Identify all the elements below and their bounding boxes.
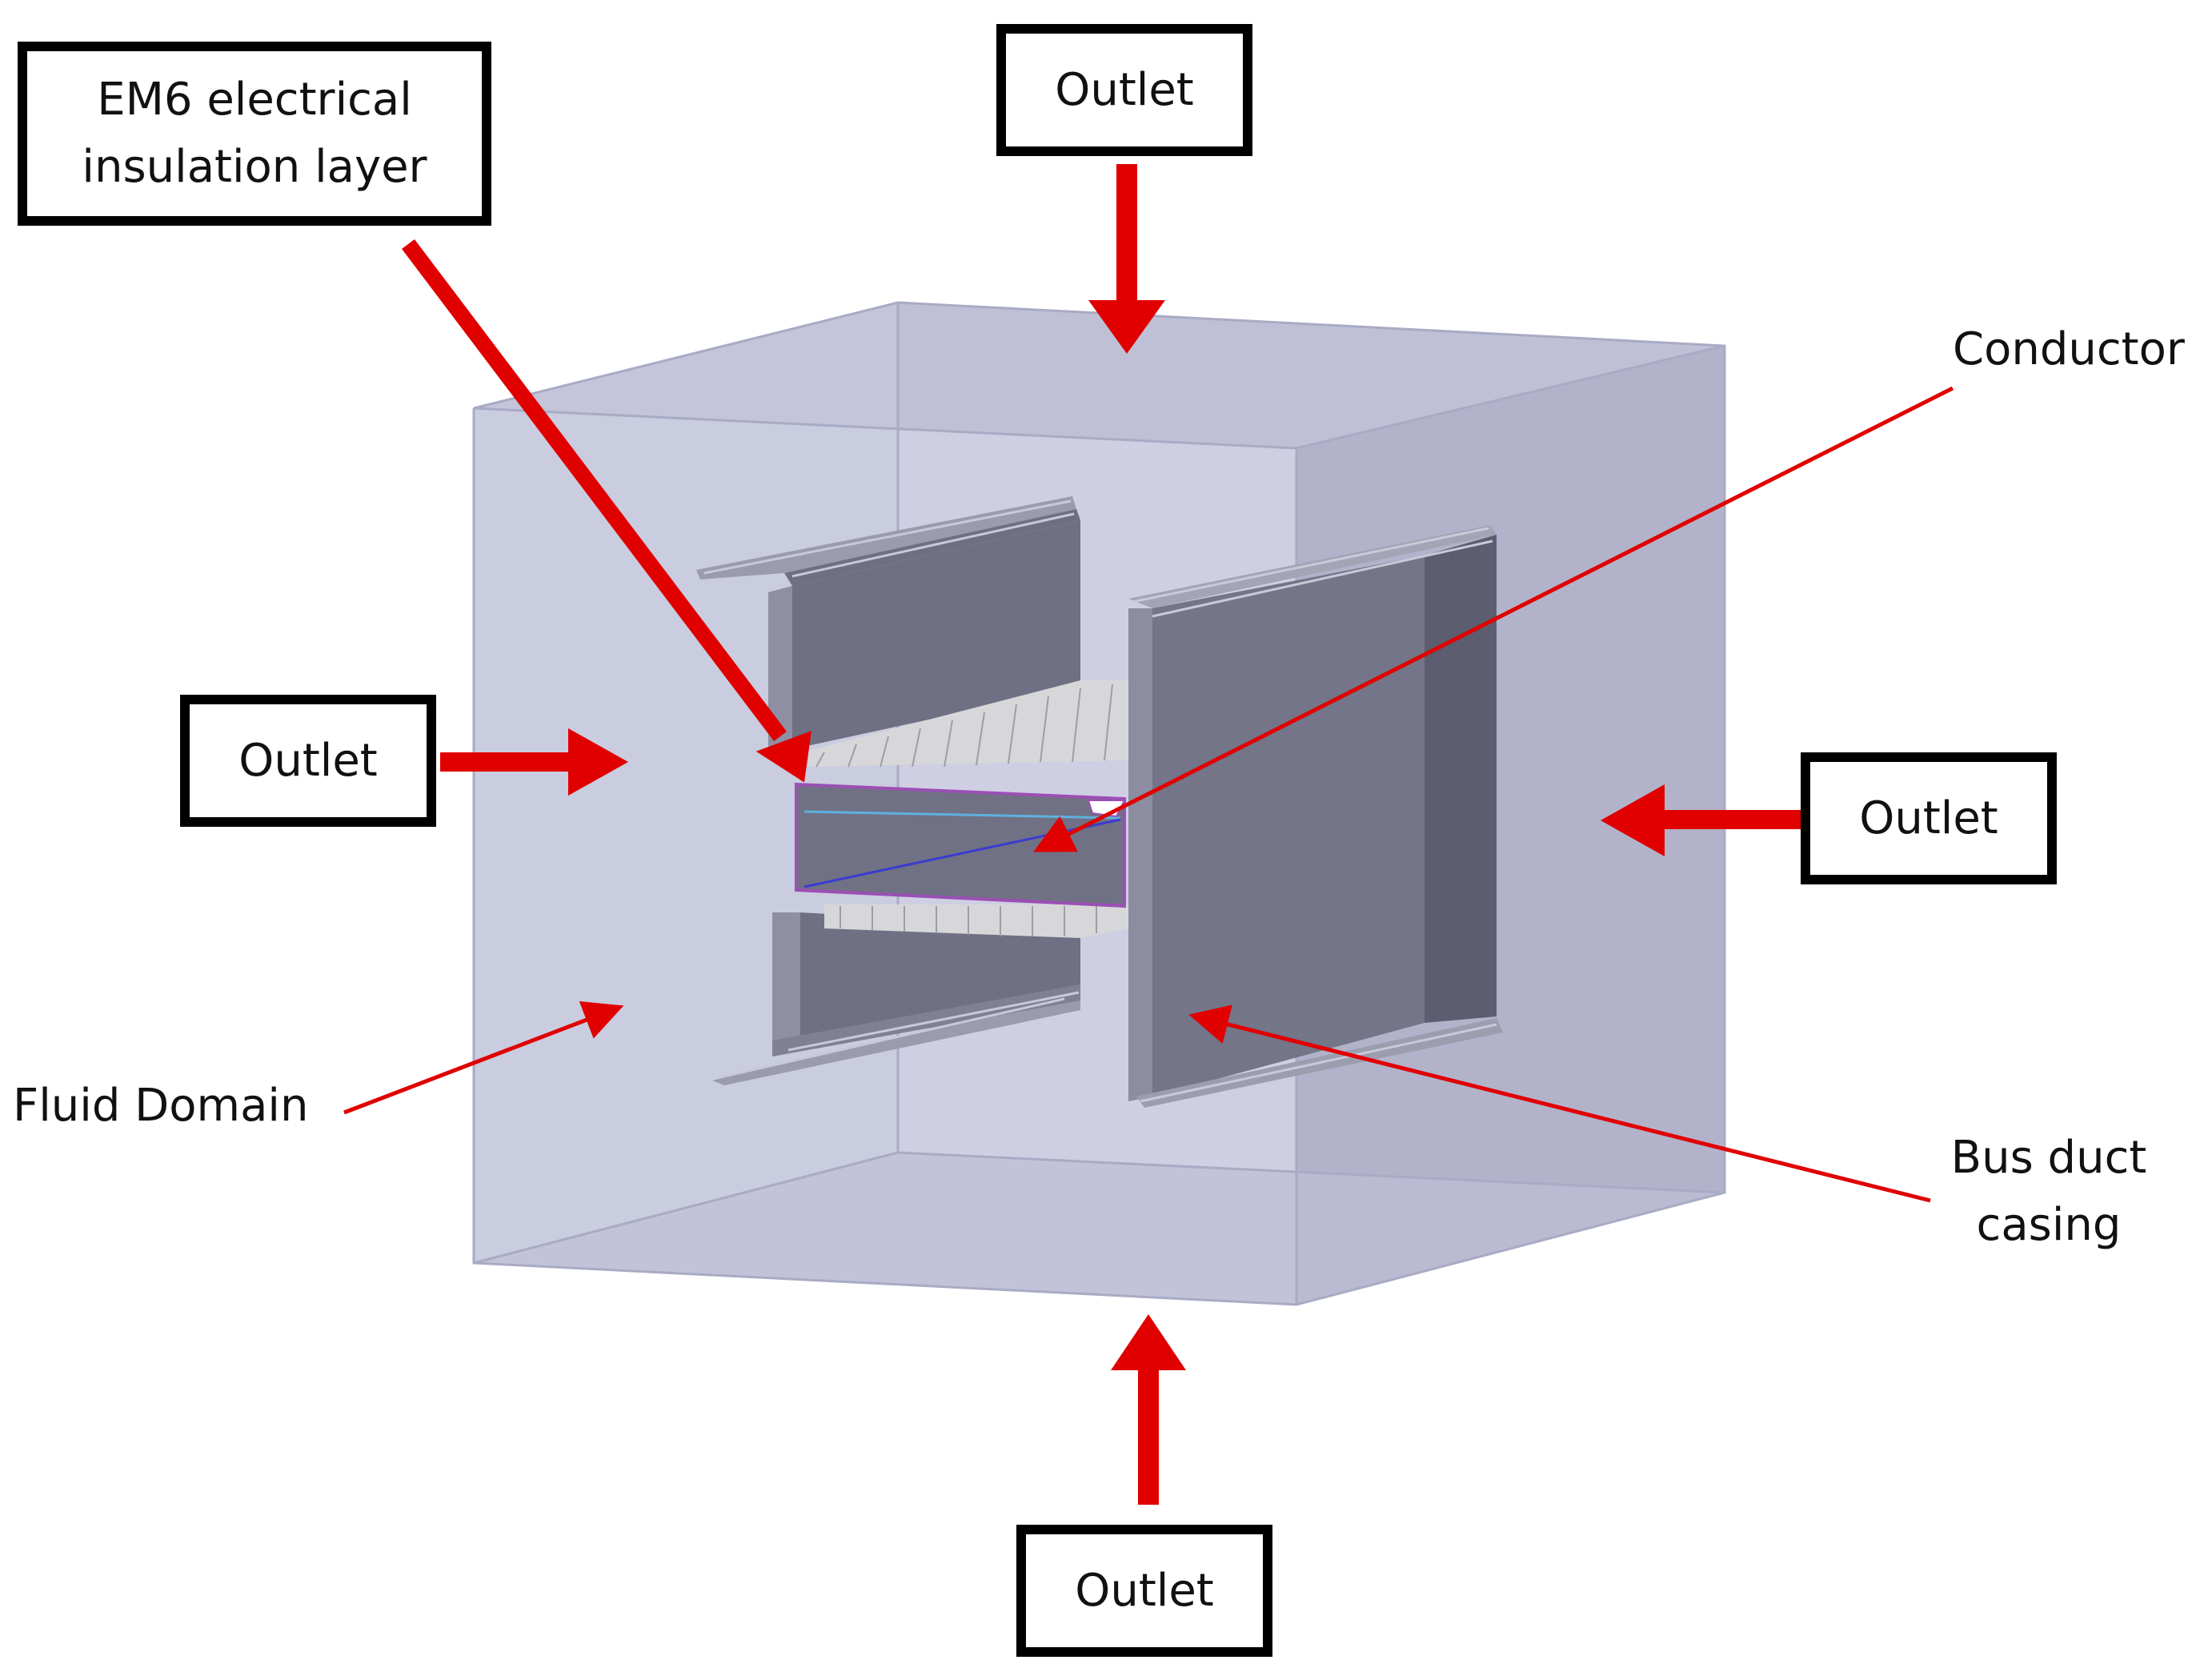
cooling-fins-upper bbox=[808, 680, 1128, 768]
arrow-bottom bbox=[1111, 1314, 1186, 1505]
insulation-label-box: EM6 electrical insulation layer bbox=[18, 42, 491, 226]
outlet-left-box: Outlet bbox=[180, 695, 436, 827]
conductor-label: Conductor bbox=[1953, 323, 2185, 375]
insulation-label-line2: insulation layer bbox=[82, 141, 427, 193]
casing-left-lower bbox=[712, 912, 1080, 1085]
casing-right bbox=[1128, 525, 1503, 1108]
casing-left-upper bbox=[696, 496, 1080, 752]
bus-duct-leader bbox=[1188, 1004, 1931, 1203]
fluid-domain-leader bbox=[343, 1000, 624, 1115]
bus-duct-label-line2: casing bbox=[1976, 1199, 2122, 1251]
insulation-arrow bbox=[402, 239, 811, 783]
outlet-arrows bbox=[440, 164, 1801, 1505]
outlet-right-box: Outlet bbox=[1801, 752, 2057, 884]
cooling-fins-lower bbox=[824, 904, 1128, 938]
conductor-block bbox=[795, 782, 1126, 908]
insulation-label-line1: EM6 electrical bbox=[97, 74, 412, 126]
arrow-left bbox=[440, 728, 628, 796]
outlet-top-box: Outlet bbox=[996, 24, 1252, 156]
outlet-bottom-box: Outlet bbox=[1016, 1525, 1272, 1657]
outlet-right-label: Outlet bbox=[1859, 792, 1998, 844]
fluid-domain-label: Fluid Domain bbox=[13, 1080, 309, 1132]
bus-duct-label-line1: Bus duct bbox=[1950, 1132, 2147, 1184]
arrow-top bbox=[1088, 164, 1165, 354]
bus-duct-label: Bus duct casing bbox=[1929, 1125, 2169, 1259]
outlet-top-label: Outlet bbox=[1055, 63, 1194, 116]
conductor-leader bbox=[1033, 386, 1954, 852]
arrow-right bbox=[1601, 784, 1801, 856]
outlet-left-label: Outlet bbox=[238, 734, 378, 787]
outlet-bottom-label: Outlet bbox=[1075, 1564, 1214, 1617]
leader-arrows bbox=[343, 386, 1954, 1203]
